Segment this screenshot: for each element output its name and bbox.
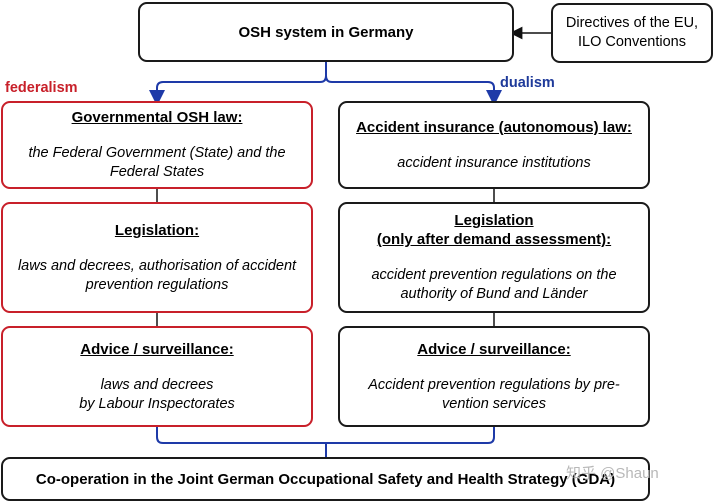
- right-box1-heading: Accident insurance (autonomous) law:: [356, 118, 632, 136]
- side-box: Directives of the EU, ILO Conventions: [551, 3, 713, 63]
- left-box3-line2: by Labour Inspectorates: [79, 395, 235, 412]
- left-box2-line1: laws and decrees, authorisation of accid…: [17, 257, 297, 274]
- left-box1-line1: the Federal Government (State) and the: [28, 145, 286, 161]
- top-title: OSH system in Germany: [238, 23, 414, 41]
- left-box1-line2: Federal States: [109, 164, 205, 180]
- bottom-title: Co-operation in the Joint German Occupat…: [35, 470, 616, 488]
- federalism-label: federalism: [5, 80, 78, 96]
- split-arrow-right: [325, 75, 502, 106]
- right-box-legislation: Legislation (only after demand assessmen…: [338, 202, 650, 313]
- bottom-box: Co-operation in the Joint German Occupat…: [1, 457, 650, 501]
- left-box3-line1: laws and decrees: [100, 376, 214, 393]
- left-box-advice: Advice / surveillance: laws and decrees …: [1, 326, 313, 427]
- left-box2-line2: prevention regulations: [85, 276, 229, 293]
- right-box2-line1: accident prevention regulations on the: [371, 267, 617, 283]
- right-box2-line2: authority of Bund and Länder: [400, 286, 588, 302]
- left-box-osh-law: Governmental OSH law: the Federal Govern…: [1, 101, 313, 189]
- left-box2-heading: Legislation:: [114, 221, 200, 239]
- split-arrow-left: [149, 62, 327, 106]
- right-box1-line1: accident insurance institutions: [397, 154, 591, 171]
- side-box-line1: Directives of the EU,: [565, 15, 699, 31]
- watermark: 知乎 @Shaun: [566, 465, 659, 482]
- left-box3-heading: Advice / surveillance:: [80, 340, 234, 358]
- right-box3-line1: Accident prevention regulations by pre-: [368, 376, 620, 393]
- dualism-label: dualism: [500, 75, 555, 91]
- left-box-legislation: Legislation: laws and decrees, authorisa…: [1, 202, 313, 313]
- merge-line: [156, 427, 495, 444]
- right-box3-line2: vention services: [442, 395, 546, 412]
- left-box1-heading: Governmental OSH law:: [71, 109, 243, 126]
- side-box-line2: ILO Conventions: [577, 34, 686, 50]
- right-box3-heading: Advice / surveillance:: [417, 340, 571, 358]
- right-box2-heading1: Legislation: [454, 212, 534, 229]
- top-box: OSH system in Germany: [138, 2, 514, 62]
- right-box-insurance-law: Accident insurance (autonomous) law: acc…: [338, 101, 650, 189]
- right-box2-heading2: (only after demand assessment):: [376, 231, 612, 248]
- right-box-advice: Advice / surveillance: Accident preventi…: [338, 326, 650, 427]
